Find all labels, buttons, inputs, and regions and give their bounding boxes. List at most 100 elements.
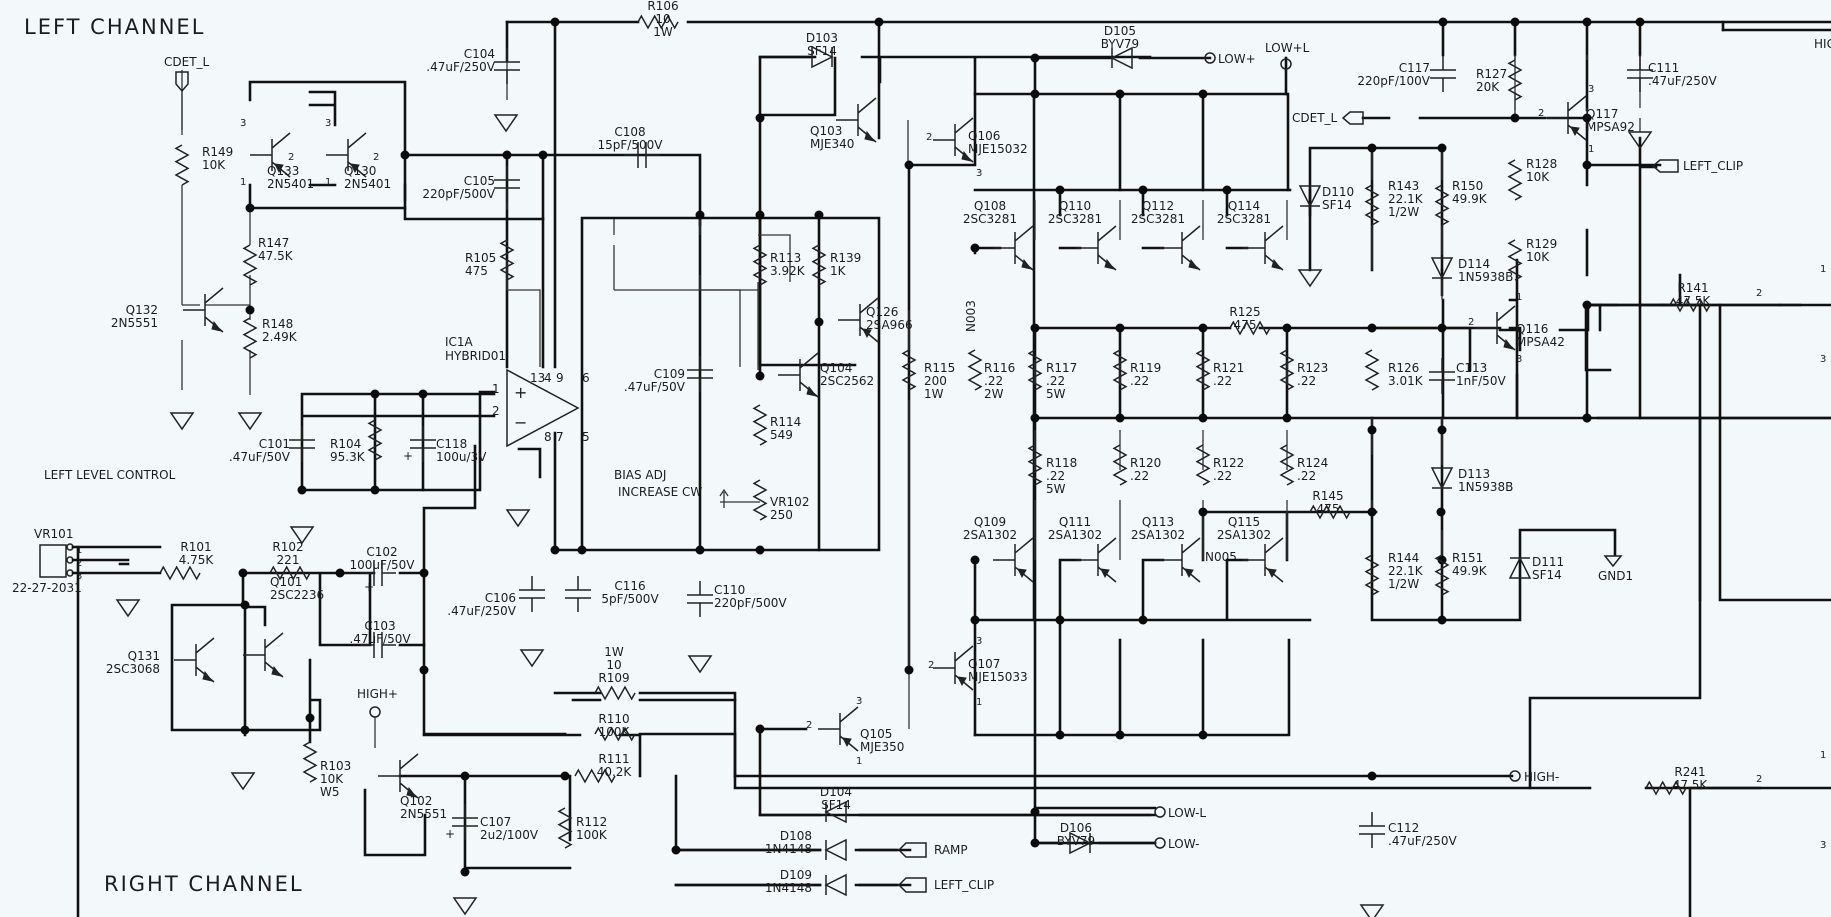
r126-body: [1364, 349, 1380, 391]
q107-emitter-arrow: [957, 676, 967, 687]
ground-symbol-6: [230, 772, 256, 791]
c109-label-1: .47uF/50V: [624, 380, 686, 394]
ic1a-type: HYBRID01: [445, 349, 506, 363]
r120-label-0: R120: [1130, 456, 1161, 470]
q133-label-1: 2N5401: [267, 177, 314, 191]
r148-label-1: 2.49K: [262, 330, 298, 344]
d110-label-1: SF14: [1322, 198, 1352, 212]
pin-labels: 3 2 1 3 2 1 2 3 2 3 1 2 3 1 2 3 1 2 1 3 …: [240, 84, 1826, 851]
q110-label-0: Q110: [1059, 199, 1091, 213]
r151-label-0: R151: [1452, 551, 1483, 565]
r112-label-1: 100K: [576, 828, 608, 842]
r143-label-0: R143: [1388, 179, 1419, 193]
edge-pin-3a: 3: [1820, 354, 1826, 365]
vr101-ref: VR101: [34, 527, 73, 541]
resistor-r124: R124.22: [1279, 444, 1328, 486]
ic-pin-13: 13: [530, 371, 545, 385]
capacitor-c103: C103.47uF/50V: [349, 619, 411, 658]
q133-pin-1: 1: [240, 177, 246, 188]
ground-symbol-9: [452, 897, 478, 916]
ic-pin-5: 5: [582, 430, 590, 444]
r147-body: [242, 244, 258, 286]
q106-symbol: [933, 117, 974, 163]
q116-pin-1: 1: [1516, 292, 1522, 303]
q107-label-0: Q107: [968, 657, 1000, 671]
d113-anode: [1430, 467, 1454, 490]
r150-label-1: 49.9K: [1452, 192, 1488, 206]
c103-label-1: .47uF/50V: [349, 632, 411, 646]
q101-symbol: [243, 632, 284, 678]
q109-label-0: Q109: [974, 515, 1006, 529]
q111-emitter-arrow: [1100, 568, 1110, 579]
q107-symbol: [933, 645, 974, 691]
q130-pin-1: 1: [325, 177, 331, 188]
r151-label-1: 49.9K: [1452, 564, 1488, 578]
r116-label-2: 2W: [984, 387, 1004, 401]
r122-body: [1195, 444, 1211, 486]
q130-label-1: 2N5401: [344, 177, 391, 191]
q117-pin-2: 2: [1538, 108, 1544, 119]
q104-label-0: Q104: [820, 361, 852, 375]
d111-label-0: D111: [1532, 555, 1564, 569]
q104-symbol: [778, 352, 819, 398]
r116-body: [967, 349, 983, 391]
q102-label-1: 2N5551: [400, 807, 447, 821]
q126-label-1: 2SA966: [866, 318, 913, 332]
q133-pin-3: 3: [240, 118, 246, 129]
d113-label-0: D113: [1458, 467, 1490, 481]
r141-pin-2: 2: [1756, 288, 1762, 299]
r151-body: [1434, 554, 1450, 596]
r147-label-0: R147: [258, 236, 289, 250]
q130-emitter-arrow: [350, 163, 360, 174]
r109-body: [594, 685, 636, 701]
right-channel-title: RIGHT CHANNEL: [104, 872, 304, 896]
c101-label-1: .47uF/50V: [229, 450, 291, 464]
q116-pin-2: 2: [1468, 317, 1474, 328]
gnd1-tag: GND1: [1598, 569, 1633, 583]
r145-label-0: R145: [1312, 489, 1343, 503]
c104-label-0: C104: [464, 47, 495, 61]
r118-label-2: 5W: [1046, 482, 1066, 496]
ic-pin-7: 7: [556, 430, 564, 444]
cdet-l-left-tag: CDET_L: [164, 55, 210, 69]
r143-label-1: 22.1K: [1388, 192, 1424, 206]
q112-symbol: [1160, 225, 1201, 271]
r109-label-1: 10: [606, 658, 621, 672]
q117-emitter-arrow: [1570, 126, 1580, 137]
c111-label-1: .47uF/250V: [1648, 74, 1718, 88]
q105-label-0: Q105: [860, 727, 892, 741]
r141-label-1: 47.5K: [1676, 294, 1712, 308]
connector-tags: CDET_L CDET_L LEFT_CLIP LOW+ LOW+L HIGH+…: [164, 37, 1831, 893]
c103-plates: [360, 632, 396, 658]
r119-label-1: .22: [1130, 374, 1149, 388]
r122-label-1: .22: [1213, 469, 1232, 483]
r102-body: [269, 565, 311, 581]
r114-label-1: 549: [770, 428, 793, 442]
r113-body: [752, 244, 768, 286]
r144-label-1: 22.1K: [1388, 564, 1424, 578]
r116-label-1: .22: [984, 374, 1003, 388]
r115-body: [901, 349, 917, 391]
resistor-r123: R123.22: [1279, 349, 1328, 391]
r112-body: [557, 807, 573, 849]
r129-body: [1507, 239, 1523, 281]
c108-label-0: C108: [614, 125, 645, 139]
c113-label-1: 1nF/50V: [1456, 374, 1506, 388]
ic-pin-4: 4: [544, 371, 552, 385]
q117-symbol: [1546, 95, 1587, 141]
